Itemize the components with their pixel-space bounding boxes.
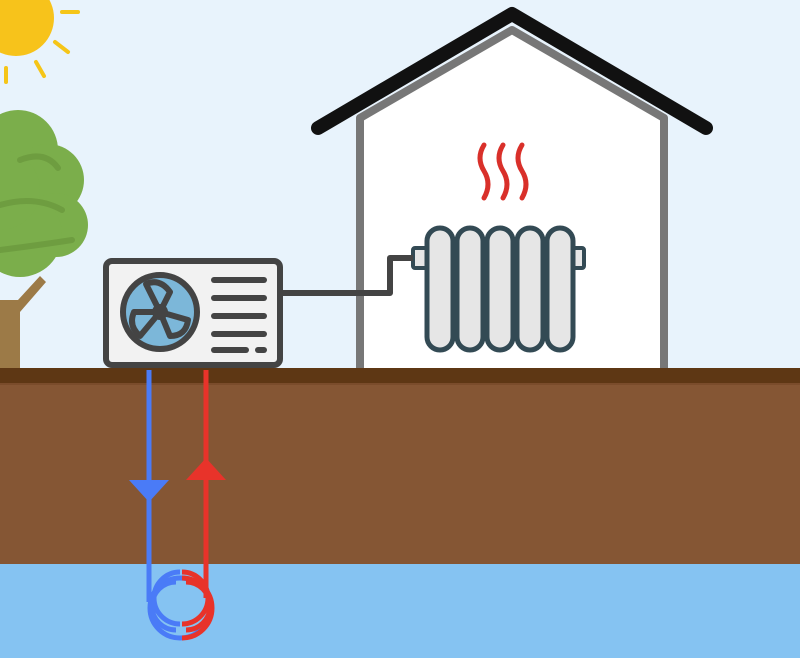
radiator-icon bbox=[411, 225, 586, 353]
groundwater bbox=[0, 564, 800, 658]
heat-waves-icon bbox=[477, 142, 529, 201]
vent-lines bbox=[211, 277, 267, 353]
radiator-pipe bbox=[282, 255, 413, 296]
soil-top bbox=[0, 368, 800, 384]
fan-icon bbox=[129, 279, 191, 339]
soil bbox=[0, 372, 800, 564]
heat-pump-unit bbox=[103, 258, 283, 368]
down-arrow-icon bbox=[129, 480, 169, 502]
sun bbox=[0, 0, 80, 84]
ground-loop bbox=[129, 370, 226, 641]
up-arrow-icon bbox=[186, 458, 226, 480]
tree bbox=[0, 110, 88, 372]
roof bbox=[311, 7, 713, 135]
